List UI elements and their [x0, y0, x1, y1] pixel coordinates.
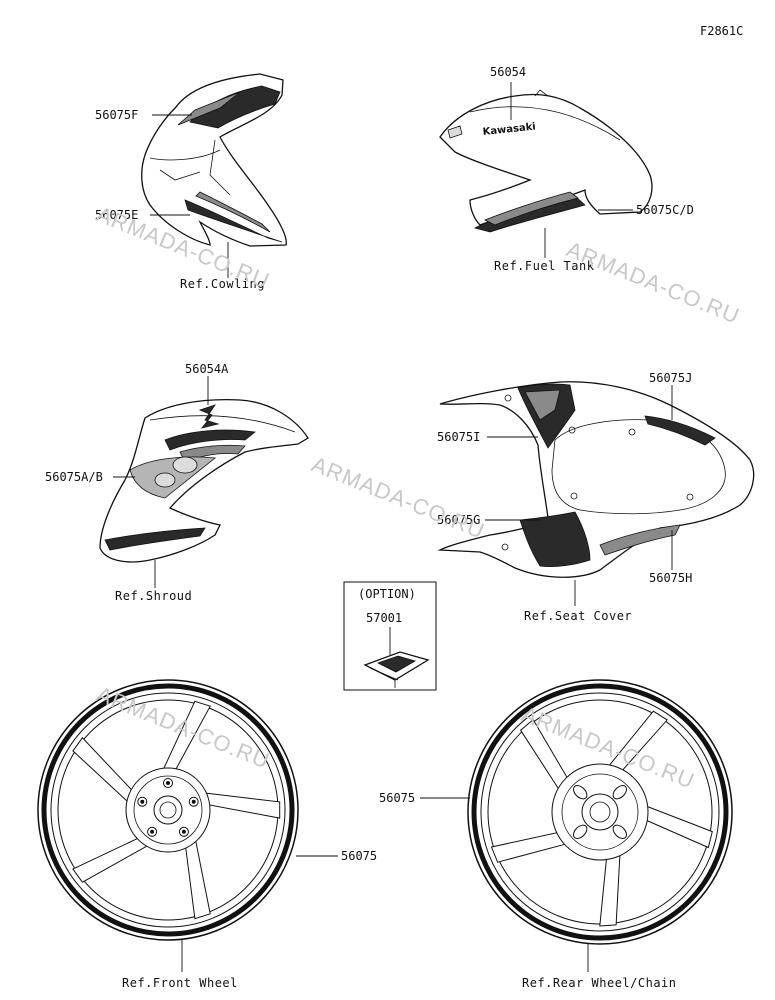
fuel-tank-group: Kawasaki 56054 56075C/D Ref.Fuel Tank: [439, 65, 694, 273]
ref-front-wheel: Ref.Front Wheel: [122, 976, 238, 990]
label-56075J: 56075J: [649, 371, 692, 385]
cowling-group: 56075F 56075E Ref.Cowling: [95, 73, 287, 291]
ref-seat-cover: Ref.Seat Cover: [524, 609, 632, 623]
hub-slot: [573, 824, 588, 839]
seat-decal-j[interactable]: [644, 415, 716, 446]
label-56075F: 56075F: [95, 108, 138, 122]
rear-wheel-hub: [551, 763, 649, 861]
watermark-text: ARMADA-CO.RU: [308, 451, 488, 543]
label-56054A: 56054A: [185, 362, 229, 376]
rear-wheel-hub-slots: [573, 785, 627, 839]
hub-slot: [612, 785, 627, 800]
ref-shroud: Ref.Shroud: [115, 589, 192, 603]
seat-decal-g[interactable]: [519, 511, 591, 568]
bolt-center: [166, 781, 170, 785]
label-56075H: 56075H: [649, 571, 692, 585]
shroud-decal-a[interactable]: [164, 429, 256, 451]
seat-cover-group: 56075J 56075I 56075G 56075H Ref.Seat Cov…: [437, 371, 755, 623]
bolt-center: [150, 829, 155, 834]
bolt-center: [140, 799, 145, 804]
label-rear-wheel: 56075: [379, 791, 415, 805]
seat-decal-h[interactable]: [599, 524, 681, 556]
label-56054: 56054: [490, 65, 526, 79]
ref-cowling: Ref.Cowling: [180, 277, 265, 291]
rear-wheel-spokes: [490, 710, 713, 927]
label-56075AB: 56075A/B: [45, 470, 103, 484]
seat-cover-part[interactable]: [437, 381, 755, 578]
shroud-part[interactable]: [99, 399, 309, 563]
label-56075E: 56075E: [95, 208, 138, 222]
ref-rear-wheel: Ref.Rear Wheel/Chain: [522, 976, 677, 990]
option-title: (OPTION): [358, 587, 416, 601]
hub-slot: [612, 824, 627, 839]
cowling-decal-lower[interactable]: [184, 199, 283, 243]
watermark-text: ARMADA-CO.RU: [563, 236, 743, 328]
option-group: (OPTION) 57001: [343, 581, 437, 691]
rear-wheel-group: 56075 Ref.Rear Wheel/Chain: [379, 679, 733, 990]
fuel-tank-badge: [447, 125, 463, 139]
label-56075CD: 56075C/D: [636, 203, 694, 217]
front-wheel-bolts: [137, 778, 199, 837]
front-wheel-group: 56075 Ref.Front Wheel: [37, 679, 377, 990]
ref-fuel-tank: Ref.Fuel Tank: [494, 259, 595, 273]
bolt-center: [191, 799, 196, 804]
shroud-group: 56054A 56075A/B Ref.Shroud: [45, 362, 309, 603]
fuel-tank-part[interactable]: [439, 93, 653, 226]
shroud-z-logo: [198, 404, 220, 429]
hub-slot: [573, 785, 588, 800]
label-57001: 57001: [366, 611, 402, 625]
bolt-center: [181, 829, 186, 834]
figure-code: F2861C: [700, 24, 743, 38]
label-56075G: 56075G: [437, 513, 480, 527]
label-front-wheel: 56075: [341, 849, 377, 863]
label-56075I: 56075I: [437, 430, 480, 444]
